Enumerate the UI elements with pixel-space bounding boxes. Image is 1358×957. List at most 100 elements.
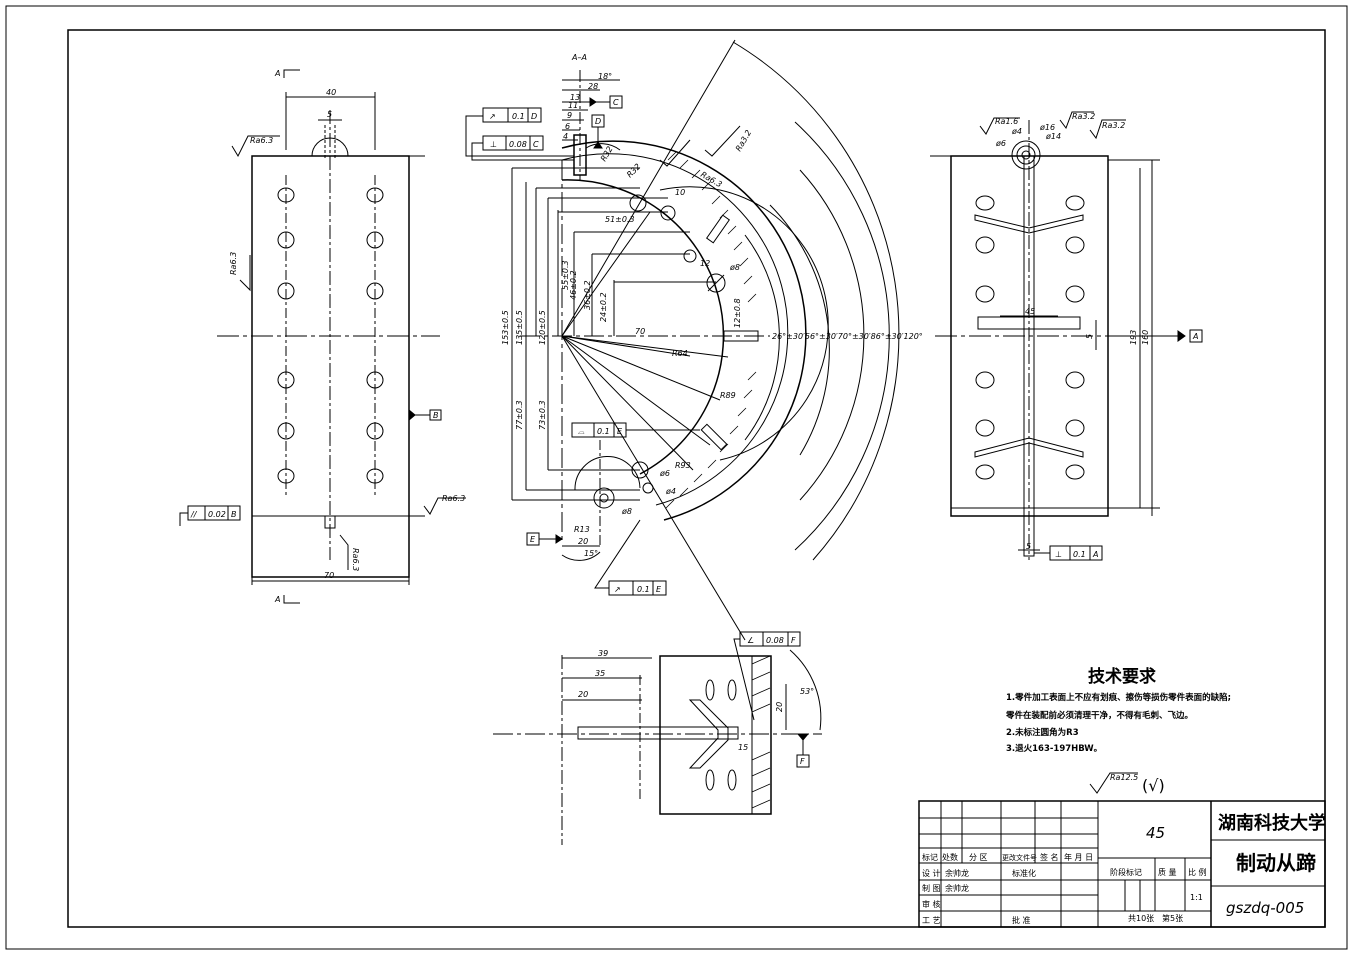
fcf-parallel: // 0.02 B bbox=[179, 505, 241, 526]
svg-text:R13: R13 bbox=[574, 525, 590, 534]
svg-text:ø8: ø8 bbox=[729, 263, 740, 272]
drawing-number: gszdq-005 bbox=[1226, 899, 1304, 917]
svg-text:ø4: ø4 bbox=[1011, 127, 1022, 136]
svg-text:153±0.5: 153±0.5 bbox=[501, 310, 510, 345]
fcf-runout-top: ↗ 0.1 D bbox=[465, 107, 574, 157]
svg-text:F: F bbox=[791, 636, 796, 645]
svg-text:ø14: ø14 bbox=[1045, 132, 1061, 141]
svg-text:ø16: ø16 bbox=[1039, 123, 1055, 132]
detail-view: 39 35 20 20 15 53° F ∠ 0.08 F bbox=[493, 631, 822, 845]
svg-text:R89: R89 bbox=[720, 391, 736, 400]
part-name: 制动从蹄 bbox=[1236, 851, 1316, 875]
svg-text:193: 193 bbox=[1129, 330, 1138, 345]
svg-text:Ra3.2: Ra3.2 bbox=[734, 128, 753, 153]
tech-requirements: 技术要求 1.零件加工表面上不应有划痕、擦伤等损伤零件表面的缺陷; 零件在装配前… bbox=[1005, 666, 1231, 795]
left-holes bbox=[277, 187, 384, 484]
right-view: 193 160 45 5 5 ø4 ø6 ø16 ø14 Ra1.6 Ra3.2… bbox=[930, 111, 1203, 561]
svg-text:35: 35 bbox=[595, 669, 605, 678]
svg-text:53°: 53° bbox=[800, 687, 814, 696]
svg-text:比 例: 比 例 bbox=[1188, 867, 1207, 877]
datum-d: D bbox=[595, 117, 601, 126]
svg-text:39: 39 bbox=[598, 649, 608, 658]
other-roughness: (√) bbox=[1142, 776, 1165, 795]
rim-hatching bbox=[665, 151, 757, 509]
svg-text:0.1: 0.1 bbox=[597, 427, 610, 436]
section-mark-bottom: A bbox=[274, 595, 280, 604]
datum-a: A bbox=[1192, 332, 1198, 341]
svg-text:55±0.3: 55±0.3 bbox=[561, 260, 570, 290]
fcf-perp-a: ⊥ 0.1 A bbox=[1034, 545, 1103, 561]
svg-text:9: 9 bbox=[567, 111, 572, 120]
svg-text:135±0.5: 135±0.5 bbox=[515, 310, 524, 345]
section-mark-top: A bbox=[274, 69, 280, 78]
svg-text:36±0.2: 36±0.2 bbox=[583, 280, 592, 310]
svg-text:处数: 处数 bbox=[942, 852, 958, 862]
svg-text:20: 20 bbox=[578, 690, 588, 699]
tech-req-item-1: 1.零件加工表面上不应有划痕、擦伤等损伤零件表面的缺陷; bbox=[1006, 692, 1231, 703]
designer-name: 余帅龙 bbox=[945, 868, 969, 878]
ra-left-bottom: Ra6.3 bbox=[351, 548, 360, 571]
svg-text:Ra3.2: Ra3.2 bbox=[1102, 121, 1125, 130]
dim-slot: 5 bbox=[327, 110, 332, 119]
sheet-count: 共10张 bbox=[1128, 914, 1154, 923]
default-roughness: Ra12.5 bbox=[1110, 773, 1138, 782]
svg-text:45: 45 bbox=[1025, 307, 1035, 316]
outer-border bbox=[5, 5, 1348, 950]
svg-text:D: D bbox=[531, 112, 537, 121]
svg-text:28: 28 bbox=[588, 82, 598, 91]
svg-text:审 核: 审 核 bbox=[922, 899, 941, 909]
left-view: 40 5 70 A A Ra6.3 Ra6.3 Ra6.3 Ra6.3 B //… bbox=[179, 69, 466, 604]
svg-text:B: B bbox=[231, 510, 237, 519]
svg-text:↗: ↗ bbox=[489, 112, 496, 121]
svg-text:↗: ↗ bbox=[614, 585, 621, 594]
svg-text:制 图: 制 图 bbox=[922, 883, 941, 893]
svg-text:0.1: 0.1 bbox=[1073, 550, 1086, 559]
ra-left-top: Ra6.3 bbox=[250, 136, 273, 145]
svg-text:10: 10 bbox=[675, 188, 685, 197]
svg-text:更改文件号: 更改文件号 bbox=[1002, 853, 1037, 862]
svg-text:13: 13 bbox=[570, 93, 580, 102]
svg-text:0.02: 0.02 bbox=[208, 510, 226, 519]
svg-text:24±0.2: 24±0.2 bbox=[599, 292, 608, 322]
svg-text:46±0.2: 46±0.2 bbox=[569, 270, 578, 300]
svg-text:设 计: 设 计 bbox=[922, 868, 941, 878]
svg-text:70: 70 bbox=[635, 327, 645, 336]
svg-text:R64: R64 bbox=[672, 349, 688, 358]
svg-text:0.1: 0.1 bbox=[512, 112, 525, 121]
svg-text:77±0.3: 77±0.3 bbox=[515, 400, 524, 430]
svg-text:ø8: ø8 bbox=[621, 507, 632, 516]
title-block: 标记 处数 分 区 更改文件号 签 名 年 月 日 设 计 余帅龙 标准化 制 … bbox=[918, 800, 1326, 928]
detail-hatching bbox=[751, 655, 771, 809]
svg-text:160: 160 bbox=[1141, 330, 1150, 345]
svg-text:签 名: 签 名 bbox=[1040, 852, 1059, 862]
svg-text:质 量: 质 量 bbox=[1158, 867, 1177, 877]
svg-text:标记: 标记 bbox=[922, 852, 938, 862]
svg-text:5: 5 bbox=[1085, 334, 1094, 339]
svg-text:15°: 15° bbox=[584, 549, 598, 558]
datum-c: C bbox=[613, 98, 619, 107]
svg-text:分 区: 分 区 bbox=[969, 853, 988, 862]
dim-bottom-width: 70 bbox=[324, 571, 334, 580]
section-view: A–A bbox=[465, 39, 923, 641]
fcf-perp-c: ⊥ 0.08 C bbox=[471, 135, 574, 161]
right-holes bbox=[975, 195, 1085, 480]
svg-text:⌓: ⌓ bbox=[578, 427, 585, 436]
svg-text:12±0.8: 12±0.8 bbox=[733, 298, 742, 328]
section-title: A–A bbox=[571, 53, 587, 62]
datum-e: E bbox=[530, 535, 536, 544]
svg-text:5: 5 bbox=[1026, 542, 1031, 551]
fcf-angularity: ∠ 0.08 F bbox=[733, 631, 801, 721]
svg-text:⊥: ⊥ bbox=[490, 140, 497, 149]
svg-text:20: 20 bbox=[775, 702, 784, 712]
fcf-profile: ⌓ 0.1 E bbox=[571, 422, 700, 438]
svg-text:51±0.3: 51±0.3 bbox=[605, 215, 635, 224]
svg-text:∠: ∠ bbox=[747, 636, 754, 645]
school-name: 湖南科技大学 bbox=[1218, 812, 1326, 834]
svg-text:Ra1.6: Ra1.6 bbox=[995, 117, 1018, 126]
svg-text:年 月 日: 年 月 日 bbox=[1064, 852, 1093, 862]
material: 45 bbox=[1146, 824, 1165, 842]
svg-text:73±0.3: 73±0.3 bbox=[538, 400, 547, 430]
svg-text:R32: R32 bbox=[625, 162, 643, 180]
svg-text:ø4: ø4 bbox=[665, 487, 676, 496]
